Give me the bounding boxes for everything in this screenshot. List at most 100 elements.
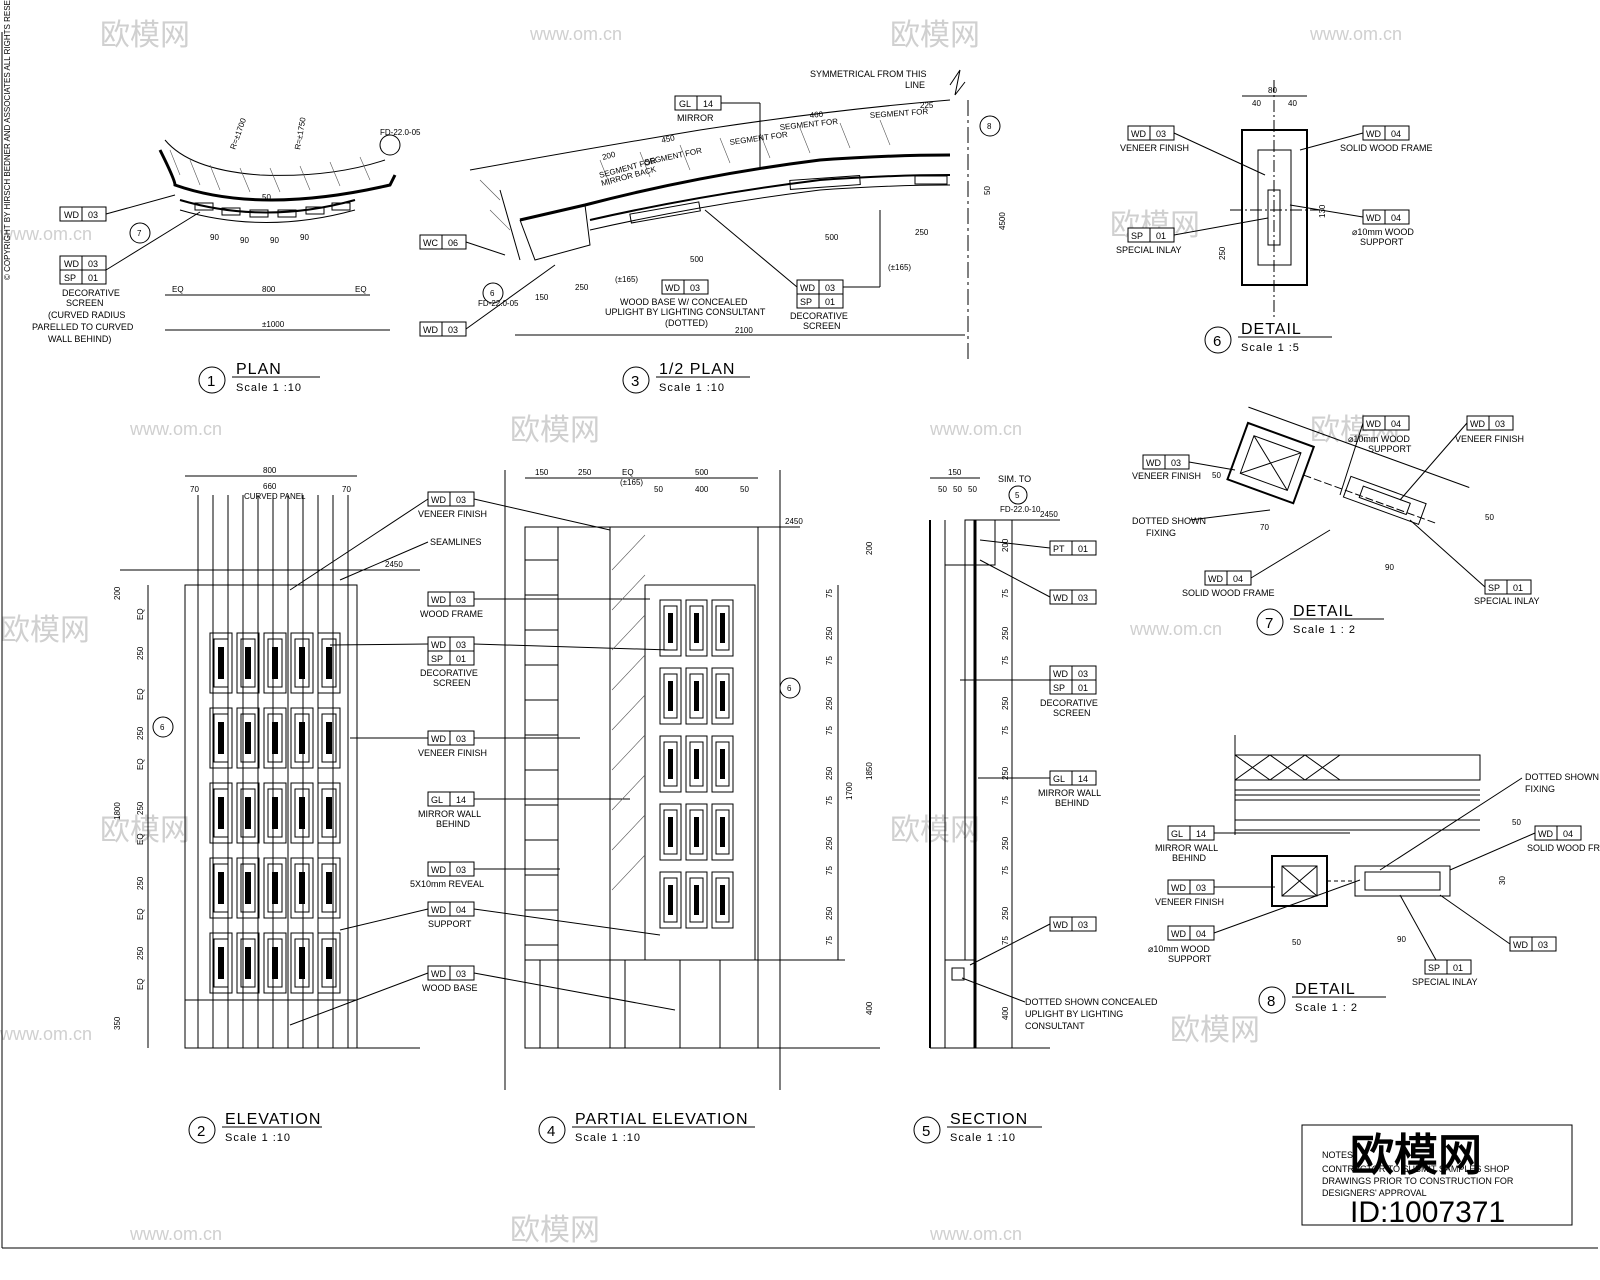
dim-50: 50 bbox=[1212, 471, 1221, 480]
svg-text:GL: GL bbox=[431, 795, 443, 805]
hatch-line bbox=[611, 814, 646, 851]
screen-inlay bbox=[245, 797, 251, 829]
svg-text:WD: WD bbox=[431, 969, 446, 979]
view-title: SECTION bbox=[950, 1111, 1028, 1128]
leader-line bbox=[289, 972, 429, 1026]
svg-text:03: 03 bbox=[456, 495, 466, 505]
screen-inlay bbox=[326, 947, 332, 979]
screen-frame bbox=[209, 857, 233, 919]
svg-text:SP: SP bbox=[1053, 683, 1065, 693]
svg-text:WD: WD bbox=[431, 734, 446, 744]
view-title: DETAIL bbox=[1295, 981, 1356, 998]
screen-inlay bbox=[720, 817, 725, 847]
svg-text:03: 03 bbox=[88, 259, 98, 269]
watermark-brand: 欧模网 bbox=[510, 1214, 600, 1247]
screen-inner bbox=[663, 809, 678, 855]
curved-wall bbox=[158, 149, 397, 202]
decorative-screen-plan bbox=[179, 199, 356, 214]
section-marker-5 bbox=[1008, 485, 1028, 505]
wood-base-section bbox=[944, 959, 976, 1049]
screen-inlay bbox=[694, 817, 699, 847]
leader-line bbox=[1189, 509, 1271, 521]
label-solid-wood-frame: SOLID WOOD FRAME bbox=[1340, 143, 1433, 153]
svg-text:04: 04 bbox=[1196, 929, 1206, 939]
leader-line bbox=[1399, 422, 1468, 501]
screen-inner bbox=[213, 638, 229, 688]
dim-50: 50 bbox=[740, 485, 749, 494]
dim-50: 50 bbox=[953, 485, 962, 494]
svg-text:01: 01 bbox=[1453, 963, 1463, 973]
svg-text:WD: WD bbox=[800, 283, 815, 293]
screen-inner bbox=[715, 809, 730, 855]
screen-inlay bbox=[299, 947, 305, 979]
view-number-bubble bbox=[1258, 986, 1286, 1014]
svg-text:WD: WD bbox=[1053, 920, 1068, 930]
svg-text:WD: WD bbox=[423, 325, 438, 335]
section-marker-6 bbox=[152, 716, 174, 738]
hatch-line bbox=[611, 854, 646, 891]
section-marker-num: 6 bbox=[787, 684, 792, 693]
screen-frame bbox=[236, 932, 260, 994]
dim-eq: EQ bbox=[172, 285, 184, 294]
side-dim: 75 bbox=[825, 726, 834, 735]
label-wood-base: WOOD BASE bbox=[422, 983, 478, 993]
svg-text:WD: WD bbox=[1131, 129, 1146, 139]
screen-inlay bbox=[218, 947, 224, 979]
dim-90: 90 bbox=[270, 236, 279, 245]
screen-frame bbox=[290, 782, 314, 844]
dim-350: 350 bbox=[113, 1016, 122, 1030]
screen-frame bbox=[236, 707, 260, 769]
screen-frame bbox=[711, 803, 734, 861]
leader-line bbox=[105, 194, 176, 215]
label-mirror-wall-behind: MIRROR WALL bbox=[1155, 843, 1218, 853]
svg-text:WD: WD bbox=[1053, 593, 1068, 603]
section-ref: FD-22.0-10 bbox=[1000, 505, 1041, 514]
svg-text:01: 01 bbox=[1513, 583, 1523, 593]
view-scale: Scale 1 :10 bbox=[575, 1132, 641, 1144]
screen-frame bbox=[659, 735, 682, 793]
svg-text:14: 14 bbox=[1078, 774, 1088, 784]
label-symmetrical: LINE bbox=[905, 80, 925, 90]
dim-460: 460 bbox=[809, 110, 824, 120]
screen-inner bbox=[715, 605, 730, 651]
svg-text:WD: WD bbox=[1366, 419, 1381, 429]
svg-text:PT: PT bbox=[1053, 544, 1065, 554]
svg-text:SEGMENT FOR: SEGMENT FOR bbox=[729, 130, 788, 147]
svg-text:WD: WD bbox=[431, 905, 446, 915]
screen-inlay bbox=[299, 872, 305, 904]
level-2450: 2450 bbox=[1040, 510, 1058, 519]
label-wood-support: SUPPORT bbox=[1368, 444, 1412, 454]
svg-text:PARELLED TO CURVED: PARELLED TO CURVED bbox=[32, 322, 134, 332]
wood-base-box bbox=[519, 204, 591, 261]
dim-80: 80 bbox=[1268, 86, 1277, 95]
dim-1000: ±1000 bbox=[262, 320, 285, 329]
svg-text:01: 01 bbox=[1156, 231, 1166, 241]
side-dim: EQ bbox=[136, 688, 145, 700]
svg-text:14: 14 bbox=[1196, 829, 1206, 839]
screen-inlay bbox=[299, 722, 305, 754]
leader-line bbox=[339, 541, 429, 581]
label-seamlines: SEAMLINES bbox=[430, 537, 482, 547]
screen-frame bbox=[685, 667, 708, 725]
screen-inner bbox=[240, 863, 256, 913]
wall-back-line bbox=[164, 139, 386, 176]
watermark-brand: 欧模网 bbox=[100, 814, 190, 847]
screen-back-line bbox=[179, 209, 356, 223]
watermark-site: www.om.cn bbox=[1309, 24, 1402, 44]
svg-text:WALL BEHIND): WALL BEHIND) bbox=[48, 334, 111, 344]
view-number: 6 bbox=[1213, 333, 1221, 350]
label-special-inlay: SPECIAL INLAY bbox=[1412, 977, 1478, 987]
dim-200: 200 bbox=[113, 586, 122, 600]
screen-inlay bbox=[720, 885, 725, 915]
section-marker-num: 5 bbox=[1015, 491, 1020, 500]
leader-line bbox=[1399, 894, 1437, 961]
screen-inner bbox=[240, 938, 256, 988]
view-4-partial-elevation: 2450 150 250 EQ (±165) 500 400 50 50 752… bbox=[504, 468, 880, 1144]
